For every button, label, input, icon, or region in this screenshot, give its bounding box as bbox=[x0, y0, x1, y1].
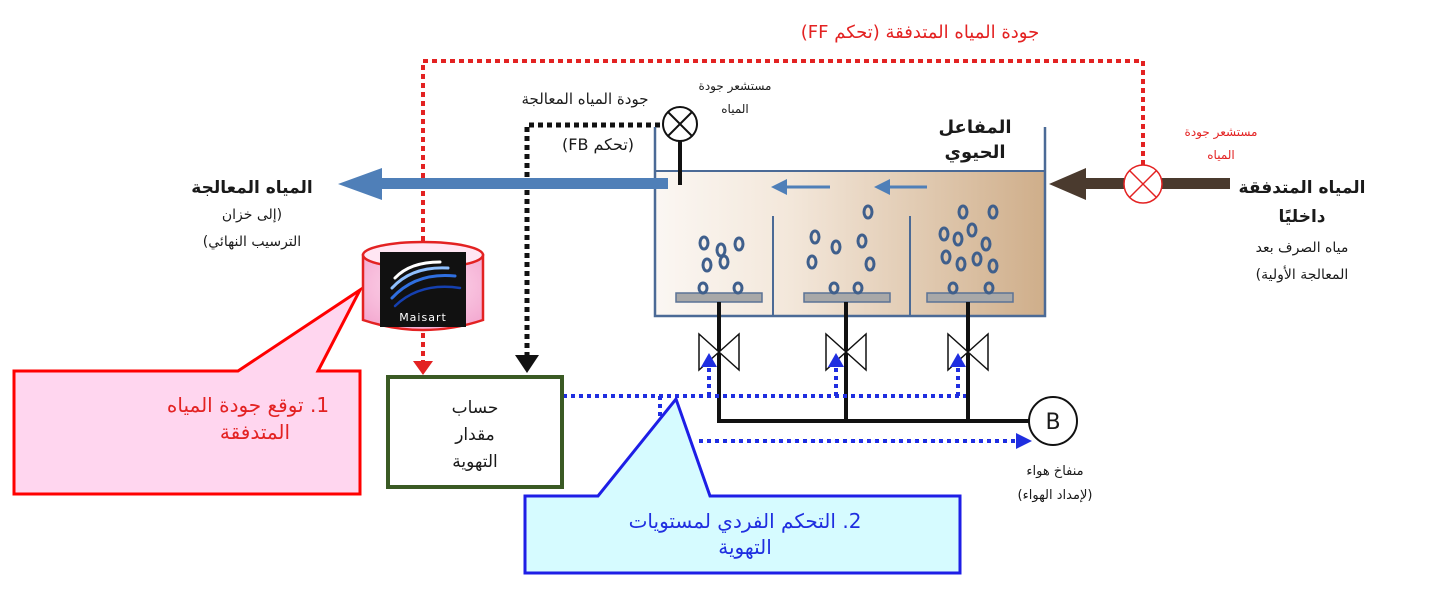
ff-arrowhead bbox=[413, 361, 433, 375]
air-piping bbox=[717, 302, 1031, 423]
blower-icon: B bbox=[1028, 396, 1078, 446]
treated-sub-line2: (الترسيب النهائي bbox=[203, 234, 301, 250]
callout-1-box bbox=[12, 285, 365, 496]
blower-label-line2: (لإمداد الهواء) bbox=[1018, 488, 1093, 503]
inflow-sub-line2: (المعالجة الأولية bbox=[1256, 265, 1349, 283]
inflow-sensor-label-line1: مستشعر جودة bbox=[1185, 125, 1258, 140]
callout-2-box bbox=[523, 395, 962, 575]
aeration-calc-box bbox=[386, 375, 564, 489]
treated-water-label: المياه المعالجة bbox=[191, 178, 312, 198]
reactor-label-line1: المفاعل bbox=[938, 117, 1011, 138]
inflow-sub-line1: مياه الصرف بعد bbox=[1256, 240, 1349, 256]
sensor-cross-icon bbox=[1123, 164, 1163, 204]
callout-1-line2: المتدفقة bbox=[220, 420, 290, 444]
outflow-sensor-label-line2: المياه bbox=[721, 102, 749, 116]
callout-2-line1: 2. التحكم الفردي لمستويات bbox=[629, 509, 862, 534]
inflow-sensor-label-line2: المياه bbox=[1207, 148, 1235, 162]
control-arrowheads bbox=[701, 353, 1032, 449]
blower-label-line1: منفاخ هواء bbox=[1026, 464, 1083, 479]
diffusers bbox=[675, 292, 1014, 303]
reactor-label-line2: الحيوي bbox=[944, 142, 1005, 163]
maisart-logo-icon: Maisart bbox=[361, 240, 485, 332]
callout-1-line1: 1. توقع جودة المياه bbox=[167, 393, 329, 417]
callout-2-line2: التهوية bbox=[718, 535, 772, 559]
calc-box-line2: مقدار bbox=[454, 425, 495, 445]
fb-control-label-line2: (تحكم FB) bbox=[562, 135, 634, 154]
aeration-control-lines bbox=[563, 365, 1018, 443]
treated-water-arrow bbox=[338, 168, 668, 200]
air-bubbles bbox=[697, 204, 999, 295]
inflow-label-line2: داخليًا bbox=[1278, 207, 1325, 227]
maisart-logo-text: Maisart bbox=[399, 311, 447, 324]
fb-control-line bbox=[524, 122, 660, 358]
ff-control-line bbox=[421, 59, 1145, 365]
valve-icon bbox=[698, 332, 989, 372]
outflow-sensor-label-line1: مستشعر جودة bbox=[699, 79, 772, 94]
calc-box-line1: حساب bbox=[452, 398, 499, 418]
calc-box-line3: التهوية bbox=[452, 452, 498, 472]
inflow-label-line1: المياه المتدفقة bbox=[1239, 178, 1366, 198]
sensor-cross-icon bbox=[662, 106, 698, 185]
svg-text:B: B bbox=[1045, 410, 1060, 435]
ff-control-label: جودة المياه المتدفقة (تحكم FF) bbox=[801, 22, 1039, 43]
fb-control-label-line1: جودة المياه المعالجة bbox=[522, 90, 649, 108]
fb-arrowhead bbox=[515, 355, 539, 373]
treated-sub-line1: إلى خزان) bbox=[222, 207, 282, 223]
internal-flow-arrows bbox=[771, 179, 927, 195]
